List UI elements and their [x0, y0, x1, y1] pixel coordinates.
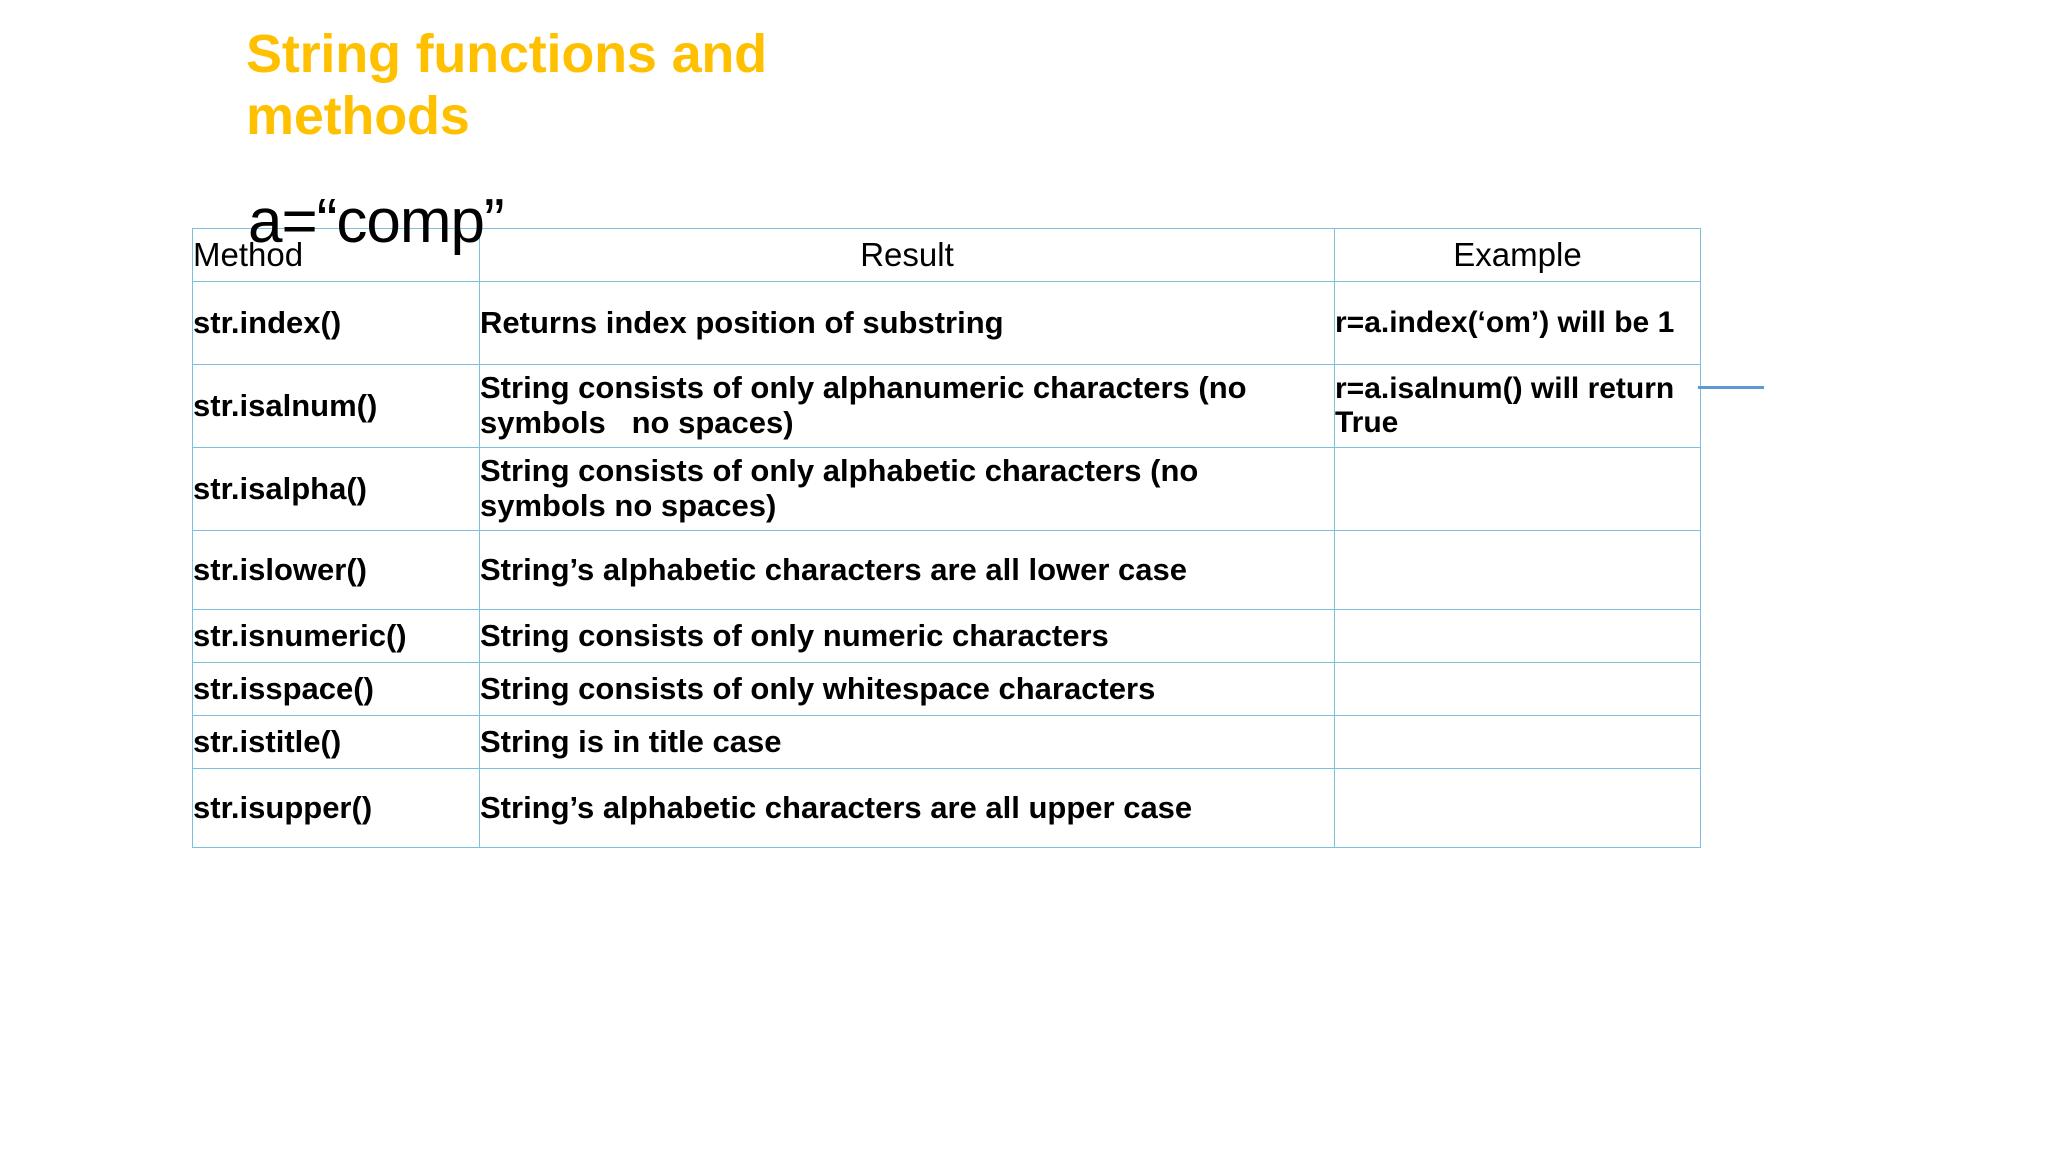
table-body: str.index() Returns index position of su…	[192, 281, 1701, 848]
cell-method: str.isupper()	[192, 768, 480, 848]
cell-example	[1334, 662, 1701, 716]
table-row: str.isspace() String consists of only wh…	[192, 662, 1701, 716]
cell-method: str.index()	[192, 281, 480, 365]
cell-method: str.isalnum()	[192, 364, 480, 448]
column-header-example: Example	[1334, 228, 1701, 282]
cell-result: String is in title case	[479, 715, 1335, 769]
cell-example	[1334, 609, 1701, 663]
table-row: str.isalpha() String consists of only al…	[192, 447, 1701, 531]
cell-example	[1334, 530, 1701, 610]
table-row: str.isnumeric() String consists of only …	[192, 609, 1701, 663]
cell-method: str.isnumeric()	[192, 609, 480, 663]
cell-result: Returns index position of substring	[479, 281, 1335, 365]
table-header-row: Method Result Example	[192, 228, 1701, 282]
table-row: str.islower() String’s alphabetic charac…	[192, 530, 1701, 610]
variable-assignment-note: a=“comp”	[248, 187, 505, 256]
page-title: String functions and methods	[246, 24, 767, 146]
cell-example: r=a.isalnum() will return True	[1334, 364, 1701, 448]
column-header-method: Method	[192, 228, 480, 282]
cell-result: String’s alphabetic characters are all u…	[479, 768, 1335, 848]
cell-result: String consists of only whitespace chara…	[479, 662, 1335, 716]
cell-result: String’s alphabetic characters are all l…	[479, 530, 1335, 610]
cell-result: String consists of only numeric characte…	[479, 609, 1335, 663]
column-header-result: Result	[479, 228, 1335, 282]
cell-example	[1334, 715, 1701, 769]
cell-example: r=a.index(‘om’) will be 1	[1334, 281, 1701, 365]
table-row: str.index() Returns index position of su…	[192, 281, 1701, 365]
stray-horizontal-rule	[1698, 386, 1764, 389]
cell-method: str.islower()	[192, 530, 480, 610]
cell-method: str.istitle()	[192, 715, 480, 769]
table-row: str.isupper() String’s alphabetic charac…	[192, 768, 1701, 848]
string-methods-table: Method Result Example str.index() Return…	[192, 228, 1701, 848]
cell-example	[1334, 768, 1701, 848]
table-row: str.istitle() String is in title case	[192, 715, 1701, 769]
table-row: str.isalnum() String consists of only al…	[192, 364, 1701, 448]
table-header: Method Result Example	[192, 228, 1701, 282]
cell-method: str.isalpha()	[192, 447, 480, 531]
cell-result: String consists of only alphabetic chara…	[479, 447, 1335, 531]
cell-method: str.isspace()	[192, 662, 480, 716]
cell-example	[1334, 447, 1701, 531]
cell-result: String consists of only alphanumeric cha…	[479, 364, 1335, 448]
